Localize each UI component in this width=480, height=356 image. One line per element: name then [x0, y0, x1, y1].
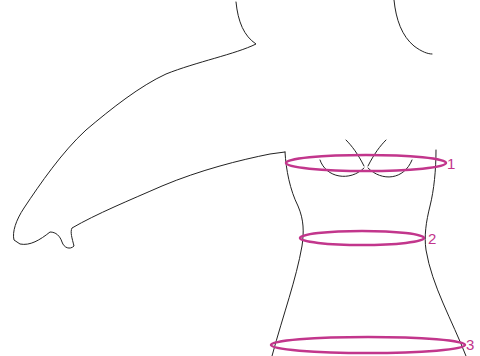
bust-line	[346, 140, 364, 166]
measure-ring	[286, 155, 446, 171]
callout-number: 3	[466, 337, 474, 353]
bust-line	[320, 160, 364, 176]
body-outline	[425, 150, 466, 356]
body-outline	[272, 152, 303, 356]
measure-ring	[271, 337, 465, 353]
body-outline	[394, 0, 432, 54]
callout-number: 1	[447, 156, 455, 172]
callout-number: 2	[428, 231, 436, 247]
bust-line	[368, 160, 412, 177]
body-outline	[13, 2, 285, 248]
bust-line	[368, 140, 386, 166]
measure-ring	[300, 231, 424, 245]
